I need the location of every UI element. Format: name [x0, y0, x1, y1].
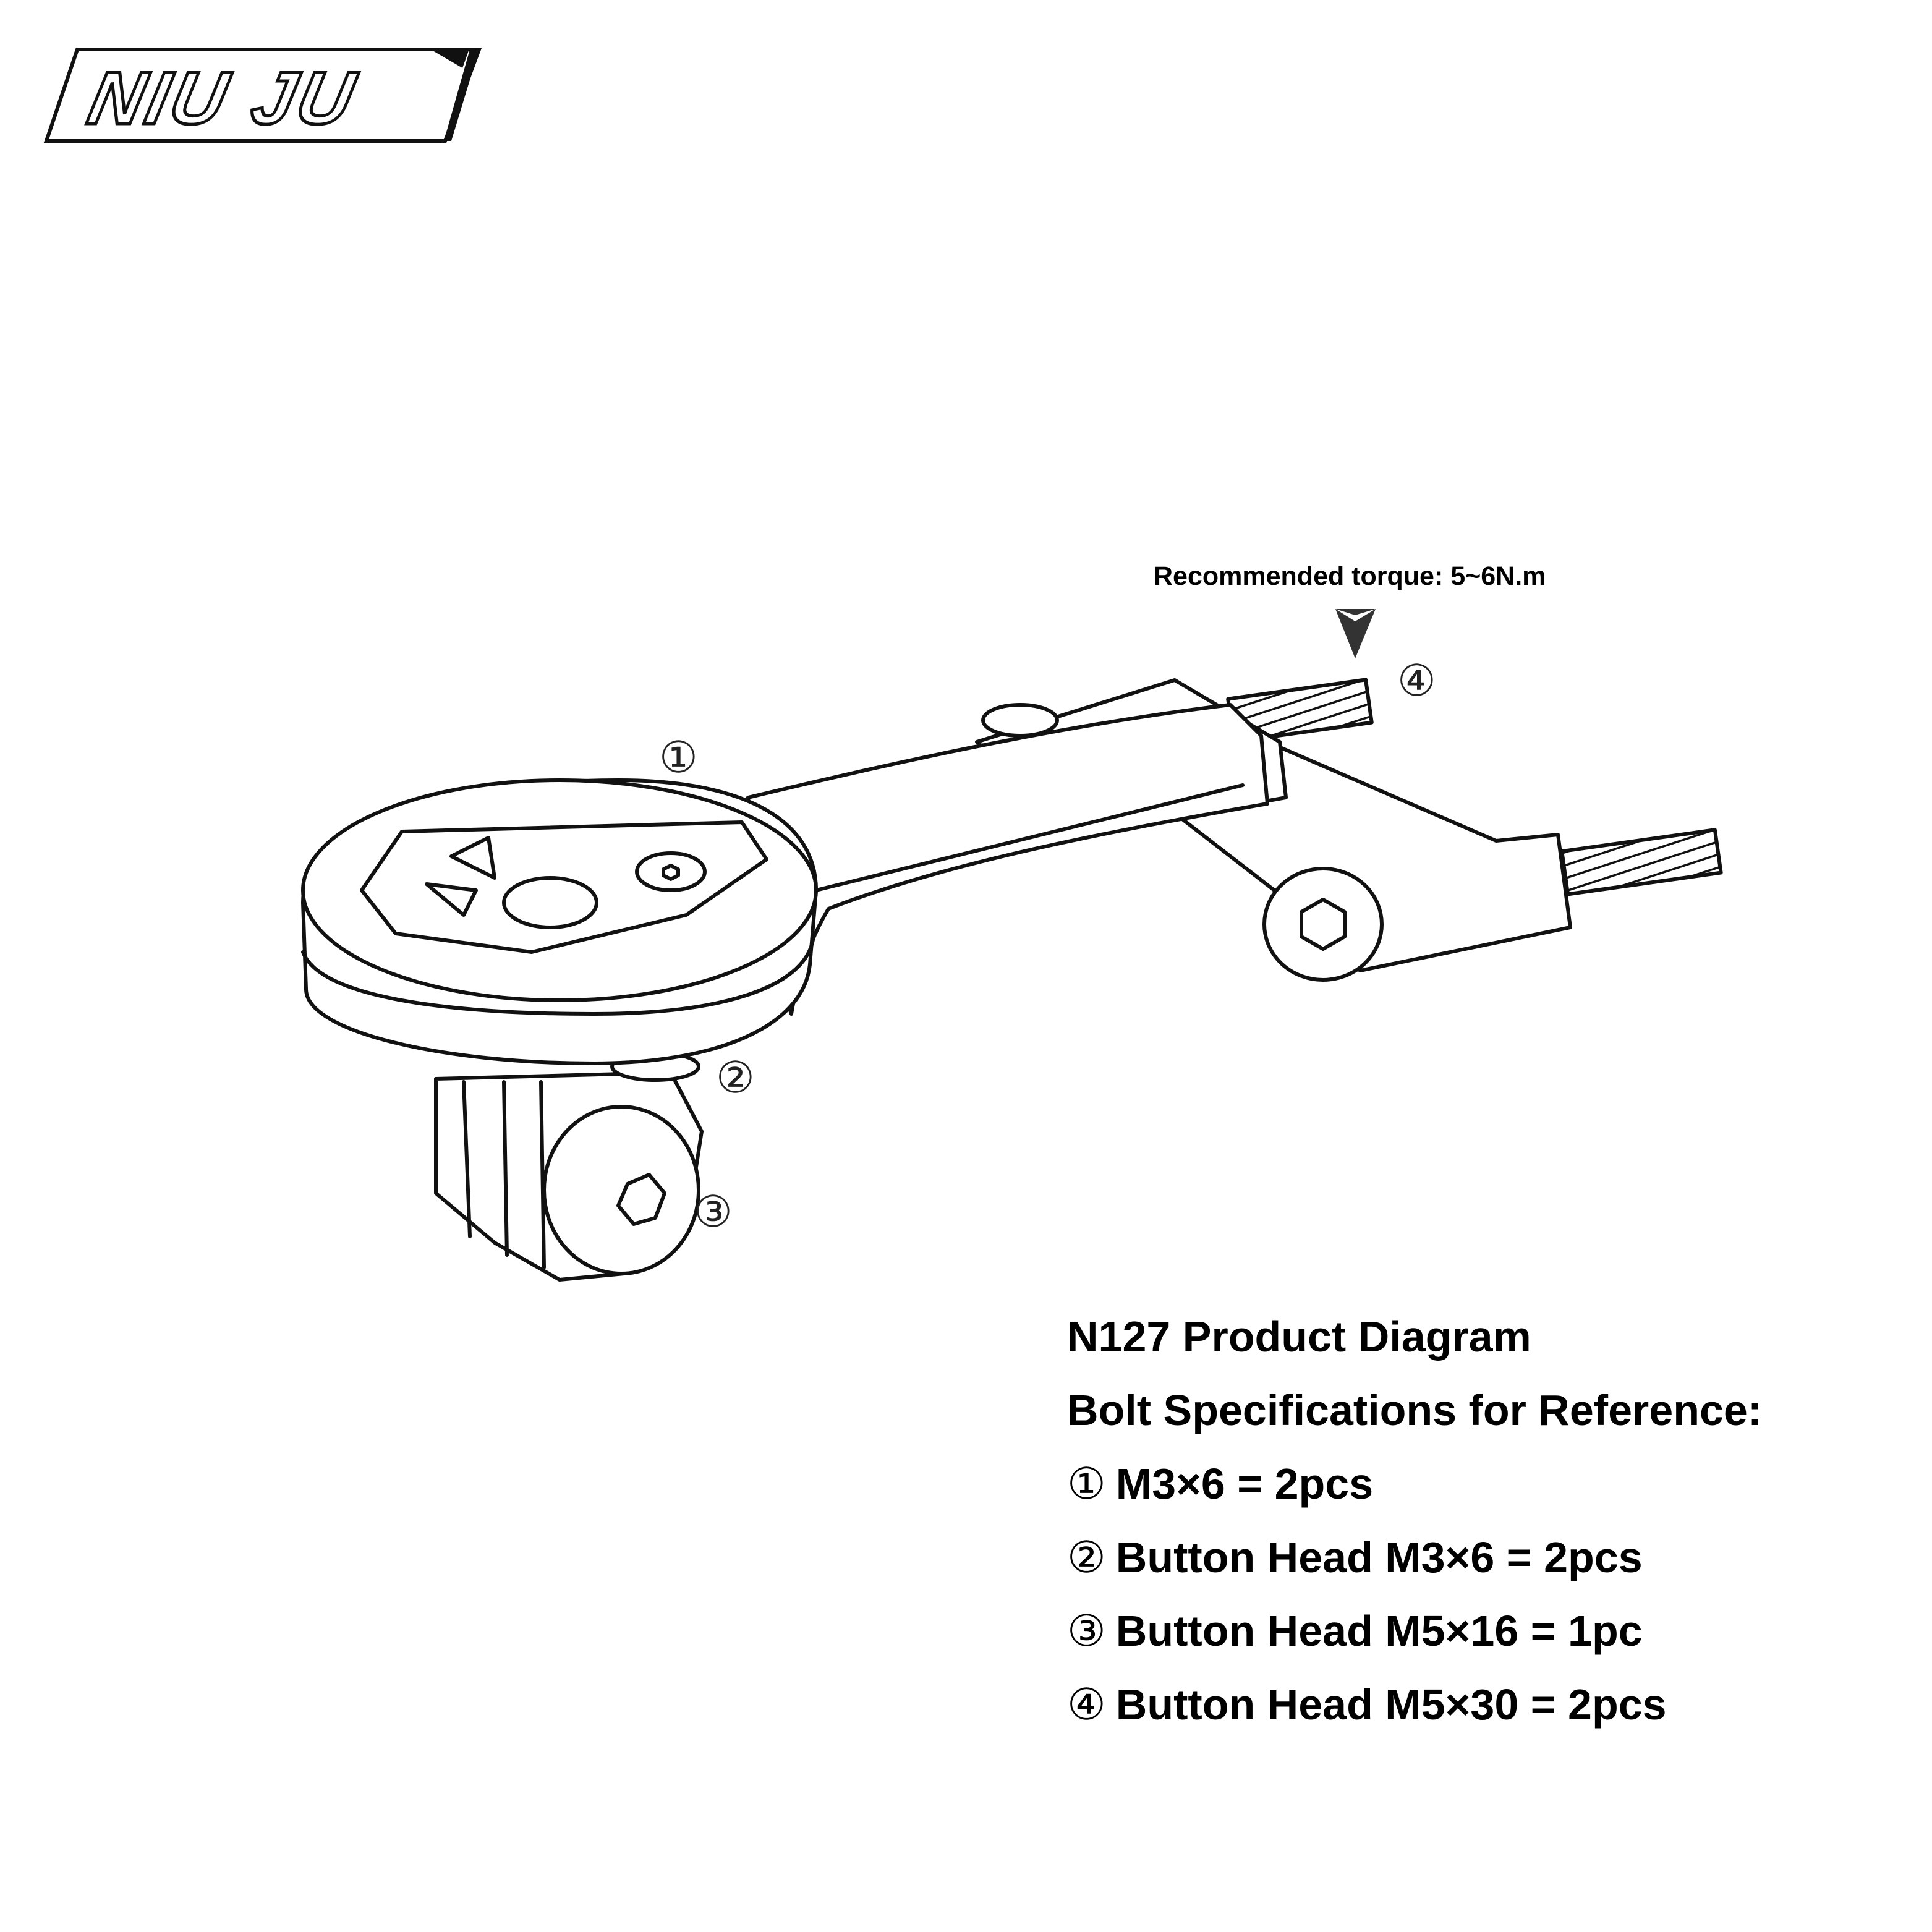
rear-clamp-hex-socket [1300, 898, 1347, 951]
torque-arrow [1335, 609, 1376, 658]
torque-note: Recommended torque: 5~6N.m [1154, 561, 1546, 591]
lower-bolt-head [542, 1105, 700, 1275]
brand-logo-text: NIU JU [82, 56, 365, 139]
spec-title: N127 Product Diagram [1067, 1313, 1531, 1361]
spec-item-number: ③ [1067, 1606, 1106, 1656]
spec-item-text: Button Head M3×6 = 2pcs [1115, 1533, 1643, 1581]
spec-item-number: ② [1067, 1532, 1106, 1583]
spec-item-text: Button Head M5×16 = 1pc [1115, 1607, 1643, 1655]
spec-item-number: ④ [1067, 1679, 1106, 1730]
spec-item-number: ① [1067, 1458, 1106, 1509]
brand-logo: NIU JU [43, 48, 482, 143]
rear-bolt-lower [1560, 828, 1723, 896]
spec-item-text: Button Head M5×30 = 2pcs [1115, 1680, 1667, 1729]
bolt-spec-list: N127 Product Diagram Bolt Specifications… [1067, 1306, 1762, 1747]
lower-hex-socket [616, 1173, 666, 1226]
callout-1: ① [659, 732, 698, 783]
callout-2: ② [716, 1052, 755, 1103]
mount-illustration [301, 609, 1723, 1282]
spec-subtitle: Bolt Specifications for Reference: [1067, 1386, 1763, 1434]
spec-item-text: M3×6 = 2pcs [1115, 1460, 1374, 1508]
callout-3: ③ [694, 1186, 733, 1237]
callout-4: ④ [1397, 655, 1436, 706]
